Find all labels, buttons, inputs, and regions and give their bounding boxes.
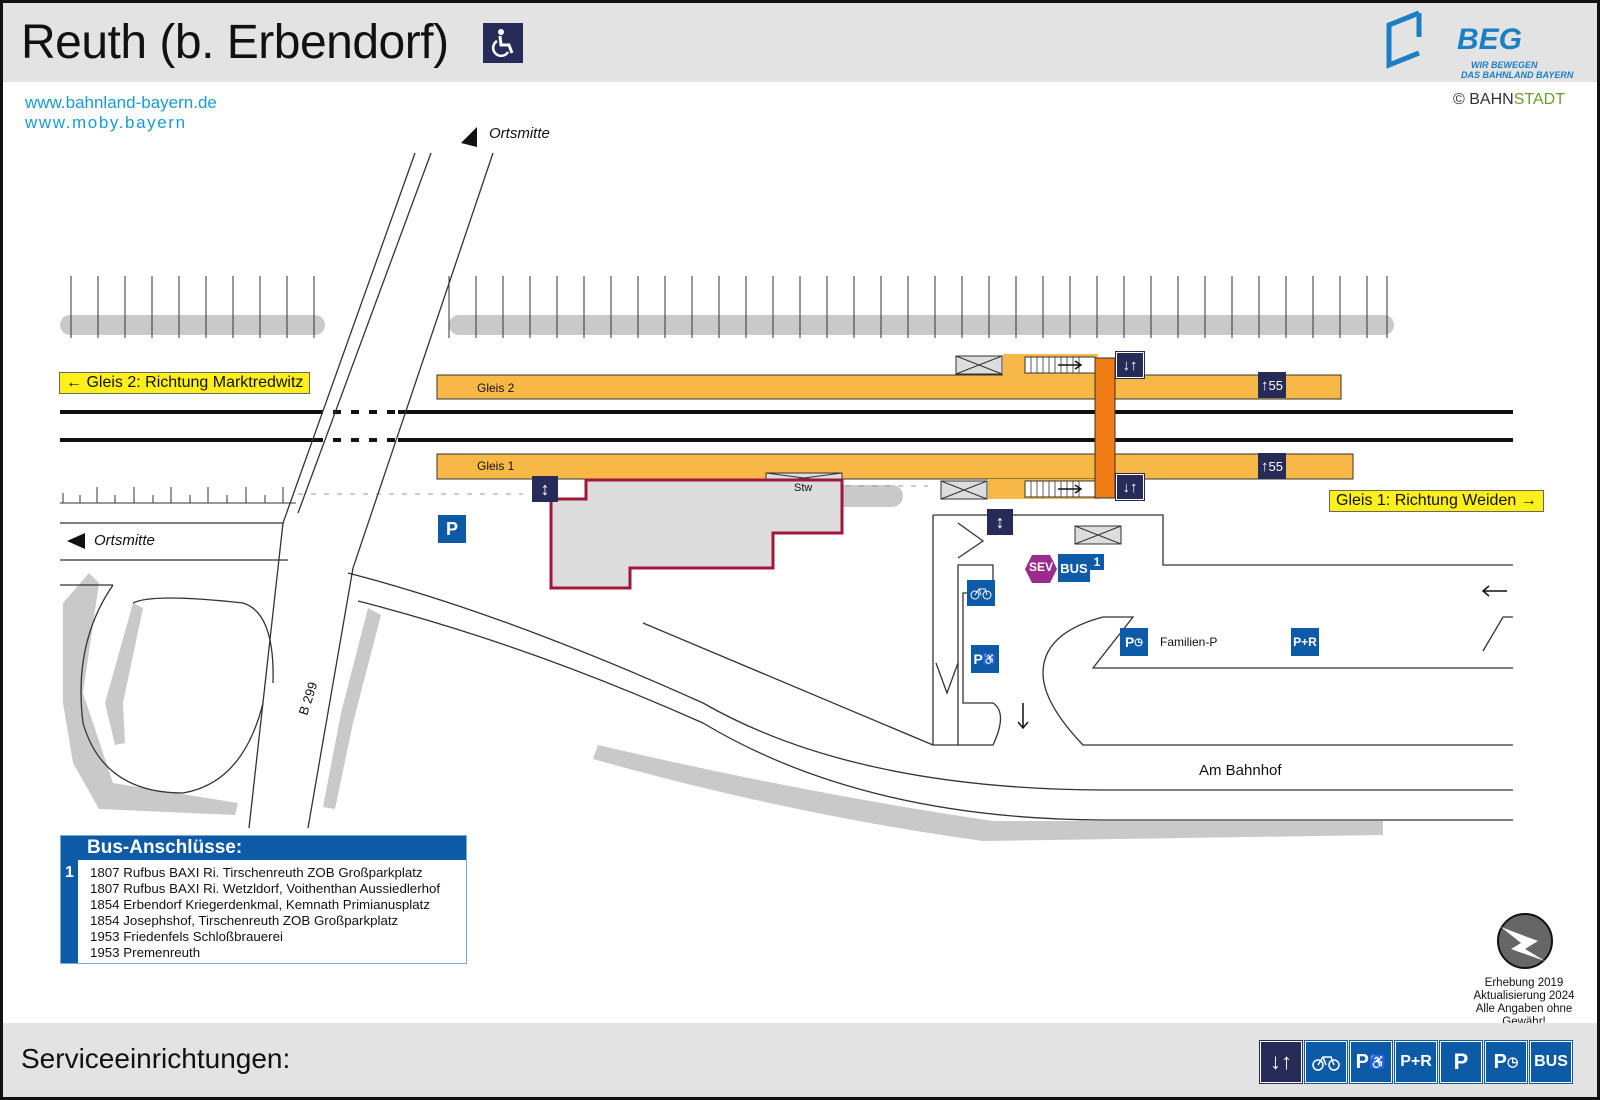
gleis-2-direction-text: Gleis 2: Richtung Marktredwitz [86, 374, 304, 391]
header-bar: Reuth (b. Erbendorf) BEG WIR BEWEGEN DAS… [3, 3, 1597, 82]
direction-label-gleis-2: ← Gleis 2: Richtung Marktredwitz [59, 372, 311, 394]
stairs-gleis-2 [1024, 356, 1096, 374]
survey-year: Erhebung 2019 [1484, 977, 1564, 989]
bus-line-item: 1953 Premenreuth [90, 945, 201, 960]
copyright-bahn: BAHN [1469, 91, 1514, 108]
bus-line-item: 1807 Rufbus BAXI Ri. Wetzldorf, Voithent… [90, 881, 441, 896]
copyright-notice: © BAHNSTADT [1453, 91, 1565, 109]
park-and-ride-icon: P+R [1394, 1040, 1438, 1084]
road-b299 [248, 152, 494, 829]
station-building [549, 478, 844, 590]
entrance-icon: ↕ [987, 509, 1013, 535]
short-term-parking-icon: P◷ [1484, 1040, 1528, 1084]
beg-logo-icon [1386, 10, 1422, 69]
label-ortsmitte-top: Ortsmitte [489, 125, 550, 142]
arrow-ortsmitte-top-icon [461, 127, 477, 147]
elevator-icon: ↓↑ [1115, 351, 1145, 379]
parking-icon: P [438, 515, 466, 543]
arrow-south-icon [1017, 703, 1029, 730]
road-label-am-bahnhof: Am Bahnhof [1199, 762, 1282, 779]
station-map [60, 127, 1553, 969]
bus-line-item: 1854 Josephshof, Tirschenreuth ZOB Großp… [90, 913, 399, 928]
platform-label-gleis-1: Gleis 1 [477, 459, 515, 473]
bus-connections-heading: Bus-Anschlüsse: [61, 836, 466, 860]
bus-stop-number-badge: 1 [61, 860, 78, 963]
platform-gleis-1 [436, 453, 1354, 480]
elevator-icon: ↓↑ [1115, 473, 1145, 501]
label-stellwerk: Stw [794, 482, 813, 494]
arrow-ortsmitte-left-icon [67, 533, 85, 549]
hedge-rows [60, 315, 1394, 841]
entrance-icon: ↕ [532, 476, 558, 502]
bus-connections-panel: Bus-Anschlüsse: 1 1807 Rufbus BAXI Ri. T… [60, 835, 467, 964]
link-moby[interactable]: www.moby.bayern [25, 113, 187, 132]
stairs-gleis-1 [1024, 480, 1096, 498]
arrow-left-icon: ← [66, 374, 82, 391]
services-label: Serviceeinrichtungen: [21, 1043, 291, 1074]
station-title: Reuth (b. Erbendorf) [21, 16, 449, 69]
beg-tagline-1: WIR BEWEGEN [1471, 60, 1538, 70]
survey-note: Erhebung 2019 Aktualisierung 2024 Alle A… [1453, 977, 1595, 1029]
park-and-ride-icon: P+R [1291, 628, 1319, 656]
bus-stop-icon: BUS [1058, 554, 1090, 582]
update-year: Aktualisierung 2024 [1473, 990, 1575, 1002]
bus-line-item: 1807 Rufbus BAXI Ri. Tirschenreuth ZOB G… [90, 865, 423, 880]
platform-height-gleis-1: ↑55 [1258, 453, 1286, 479]
accessible-parking-icon: P♿ [971, 645, 999, 673]
platform-label-gleis-2: Gleis 2 [477, 381, 515, 395]
accessible-parking-icon: P♿ [1349, 1040, 1393, 1084]
gleis-1-direction-text: Gleis 1: Richtung Weiden [1336, 492, 1517, 509]
wheelchair-icon [483, 23, 523, 63]
pedestrian-overpass [1094, 357, 1116, 499]
road-ortsmitte-west [60, 522, 288, 794]
elevator-icon: ↓↑ [1259, 1040, 1303, 1084]
website-links: www.bahnland-bayern.de www.moby.bayern [25, 93, 217, 133]
sev-label: SEV [1028, 560, 1053, 574]
bus-line-item: 1854 Erbendorf Kriegerdenkmal, Kemnath P… [90, 897, 430, 912]
arrow-right-icon: → [1520, 492, 1537, 509]
link-bahnland[interactable]: www.bahnland-bayern.de [25, 93, 217, 112]
road-am-bahnhof [347, 514, 1513, 821]
beg-tagline-2: DAS BAHNLAND BAYERN [1461, 70, 1574, 80]
direction-label-gleis-1: Gleis 1: Richtung Weiden → [1329, 490, 1544, 512]
platform-gleis-2 [436, 374, 1342, 400]
platform-height-gleis-2: ↑55 [1258, 372, 1286, 398]
bicycle-parking-icon [1304, 1040, 1348, 1084]
bicycle-parking-icon [967, 580, 995, 606]
bus-line-item: 1953 Friedenfels Schloßbrauerei [90, 929, 283, 944]
sev-icon [1025, 555, 1057, 583]
bus-stop-number: 1 [1090, 554, 1104, 570]
fence-south [60, 487, 296, 504]
label-familien-parking: Familien-P [1160, 635, 1218, 649]
footer-bar: Serviceeinrichtungen: ↓↑ P♿ P+R P P◷ BUS [3, 1023, 1597, 1097]
copyright-symbol: © [1453, 91, 1465, 108]
fence-north [70, 276, 1388, 338]
copyright-stadt: STADT [1513, 91, 1565, 108]
beg-logo-text: BEG [1457, 23, 1523, 56]
north-arrow-icon [1497, 913, 1553, 969]
bus-icon: BUS [1529, 1040, 1573, 1084]
shelter-icons [765, 355, 1122, 545]
parking-icon: P [1439, 1040, 1483, 1084]
arrow-west-icon [1481, 585, 1507, 597]
short-term-parking-icon: P◷ [1120, 628, 1148, 656]
bus-line-list: 1807 Rufbus BAXI Ri. Tirschenreuth ZOB G… [90, 865, 440, 961]
label-ortsmitte-left: Ortsmitte [94, 532, 155, 549]
